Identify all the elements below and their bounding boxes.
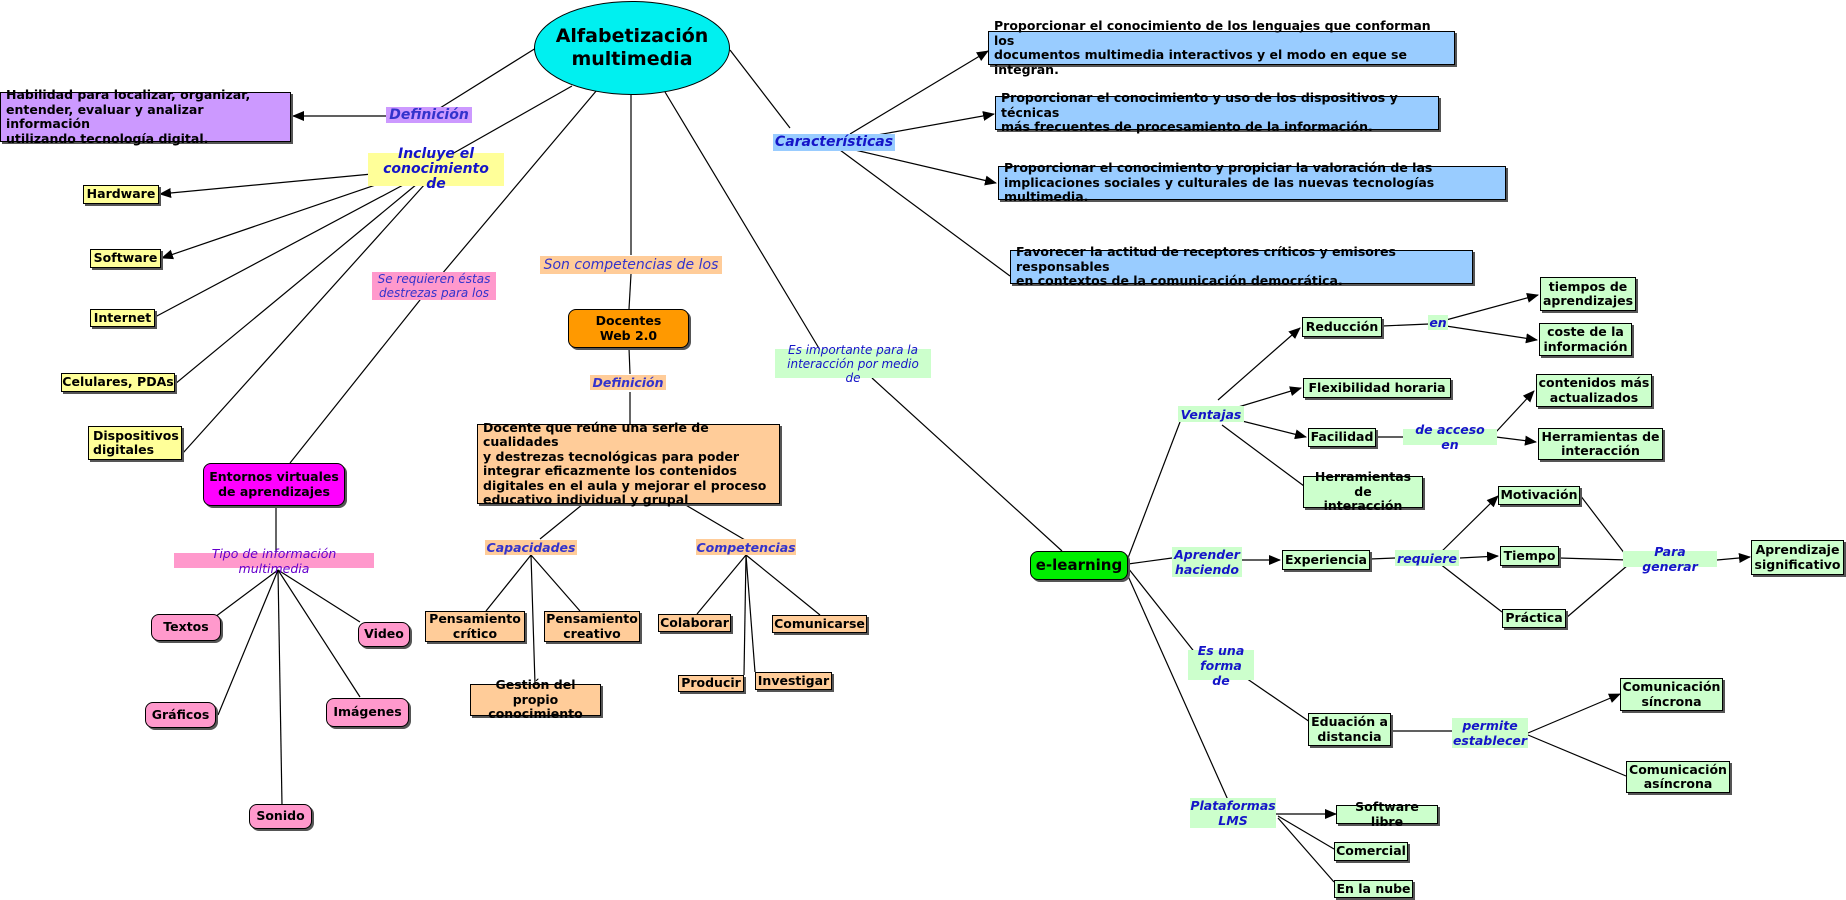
label-tipo-informacion: Tipo de información multimedia <box>174 546 374 576</box>
textos-node[interactable]: Textos <box>151 614 221 641</box>
label-aprender-haciendo: Aprender haciendo <box>1172 547 1242 577</box>
motivacion-node[interactable]: Motivación <box>1498 486 1580 505</box>
elearning-node[interactable]: e-learning <box>1030 551 1128 580</box>
caracteristica-3-box[interactable]: Proporcionar el conocimiento y propiciar… <box>998 161 1506 204</box>
comunicacion-asincrona-node[interactable]: Comunicación asíncrona <box>1626 761 1730 793</box>
label-definicion: Definición <box>386 107 472 123</box>
coste-informacion-node[interactable]: coste de la información <box>1539 323 1632 356</box>
label-caracteristicas: Características <box>773 134 895 151</box>
label-es-una-forma: Es una forma de <box>1188 643 1254 688</box>
herramientas-interaccion-acceso-node[interactable]: Herramientas de interacción <box>1538 428 1663 460</box>
caracteristica-2-box[interactable]: Proporcionar el conocimiento y uso de lo… <box>995 91 1439 134</box>
comunicarse-node[interactable]: Comunicarse <box>772 615 867 633</box>
educacion-distancia-node[interactable]: Eduación a distancia <box>1308 713 1391 746</box>
software-libre-node[interactable]: Software libre <box>1336 799 1438 828</box>
en-la-nube-node[interactable]: En la nube <box>1334 880 1413 898</box>
investigar-node[interactable]: Investigar <box>755 672 832 690</box>
graficos-node[interactable]: Gráficos <box>145 702 216 728</box>
label-permite-establecer: permite establecer <box>1452 718 1528 748</box>
hardware-node[interactable]: Hardware <box>83 185 159 204</box>
label-plataformas-lms: Plataformas LMS <box>1190 798 1276 828</box>
imagenes-node[interactable]: Imágenes <box>326 698 409 727</box>
sonido-node[interactable]: Sonido <box>249 804 312 829</box>
internet-node[interactable]: Internet <box>90 309 155 327</box>
label-para-generar: Para generar <box>1623 544 1717 574</box>
tiempos-aprendizaje-node[interactable]: tiempos de aprendizajes <box>1540 277 1636 311</box>
label-se-requieren: Se requieren éstas destrezas para los <box>372 272 496 300</box>
label-de-acceso-en: de acceso en <box>1403 422 1497 452</box>
colaborar-node[interactable]: Colaborar <box>658 614 731 632</box>
pensamiento-critico-node[interactable]: Pensamiento crítico <box>425 611 525 642</box>
docente-definition-box[interactable]: Docente que reúne una serie de cualidade… <box>477 420 780 507</box>
practica-node[interactable]: Práctica <box>1502 609 1566 628</box>
flexibilidad-horaria-node[interactable]: Flexibilidad horaria <box>1303 378 1451 398</box>
celulares-node[interactable]: Celulares, PDAs <box>61 373 175 392</box>
root-node-alfabetizacion[interactable]: Alfabetización multimedia <box>534 1 730 95</box>
label-en: en <box>1428 315 1448 330</box>
facilidad-node[interactable]: Facilidad <box>1308 428 1376 447</box>
label-ventajas: Ventajas <box>1178 406 1244 422</box>
software-node[interactable]: Software <box>90 249 161 268</box>
dispositivos-node[interactable]: Dispositivos digitales <box>88 426 182 460</box>
label-incluye-conocimiento: Incluye el conocimiento de <box>368 147 504 192</box>
gestion-conocimiento-node[interactable]: Gestión del propio conocimiento <box>470 678 601 721</box>
label-competencias: Competencias <box>696 539 796 555</box>
pensamiento-creativo-node[interactable]: Pensamiento creativo <box>544 611 640 642</box>
caracteristica-1-box[interactable]: Proporcionar el conocimiento de los leng… <box>988 18 1455 76</box>
producir-node[interactable]: Producir <box>678 675 744 692</box>
reduccion-node[interactable]: Reducción <box>1302 317 1382 337</box>
label-es-importante: Es importante para la interacción por me… <box>775 343 931 385</box>
label-son-competencias: Son competencias de los <box>540 256 722 274</box>
comunicacion-sincrona-node[interactable]: Comunicación síncrona <box>1620 678 1723 711</box>
experiencia-node[interactable]: Experiencia <box>1282 550 1370 570</box>
label-capacidades: Capacidades <box>485 540 577 555</box>
label-definicion-docente: Definición <box>590 375 666 390</box>
comercial-node[interactable]: Comercial <box>1334 842 1408 861</box>
aprendizaje-significativo-node[interactable]: Aprendizaje significativo <box>1751 540 1844 575</box>
herramientas-interaccion-ventaja-node[interactable]: Herramientas de interacción <box>1303 470 1423 513</box>
contenidos-actualizados-node[interactable]: contenidos más actualizados <box>1536 374 1652 407</box>
definition-box[interactable]: Habilidad para localizar, organizar, ent… <box>0 87 291 145</box>
video-node[interactable]: Video <box>358 622 410 647</box>
entornos-virtuales-node[interactable]: Entornos virtuales de aprendizajes <box>203 463 345 506</box>
label-requiere: requiere <box>1395 550 1459 566</box>
tiempo-node[interactable]: Tiempo <box>1500 546 1559 566</box>
docentes-web20-node[interactable]: Docentes Web 2.0 <box>568 309 689 348</box>
caracteristica-4-box[interactable]: Favorecer la actitud de receptores críti… <box>1010 245 1473 288</box>
